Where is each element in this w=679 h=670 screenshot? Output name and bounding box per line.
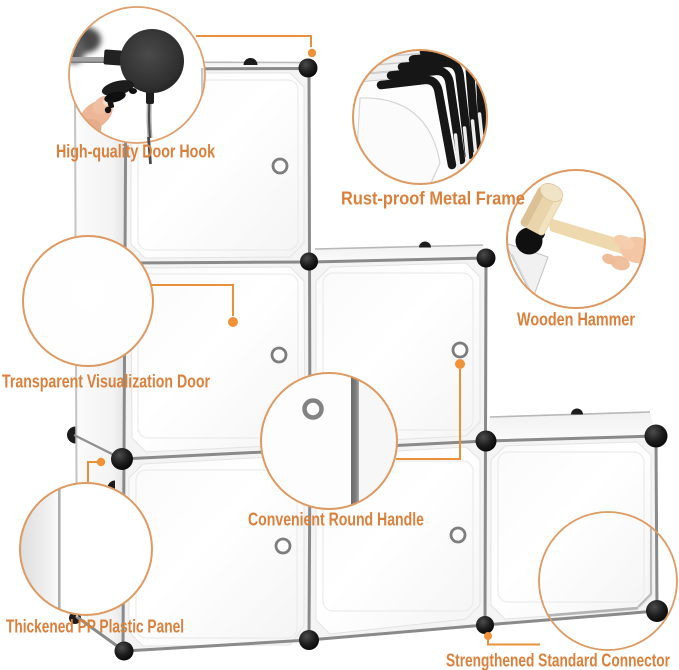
svg-text:High-quality Door Hook: High-quality Door Hook <box>56 141 216 162</box>
svg-text:Transparent Visualization Door: Transparent Visualization Door <box>2 371 210 392</box>
svg-text:Wooden Hammer: Wooden Hammer <box>517 309 635 330</box>
svg-text:Strengthened Standard Connecto: Strengthened Standard Connector <box>446 650 670 670</box>
svg-text:Thickened PP Plastic Panel: Thickened PP Plastic Panel <box>6 616 184 637</box>
svg-text:Convenient Round Handle: Convenient Round Handle <box>248 509 424 530</box>
svg-text:Rust-proof Metal Frame: Rust-proof Metal Frame <box>341 188 525 209</box>
